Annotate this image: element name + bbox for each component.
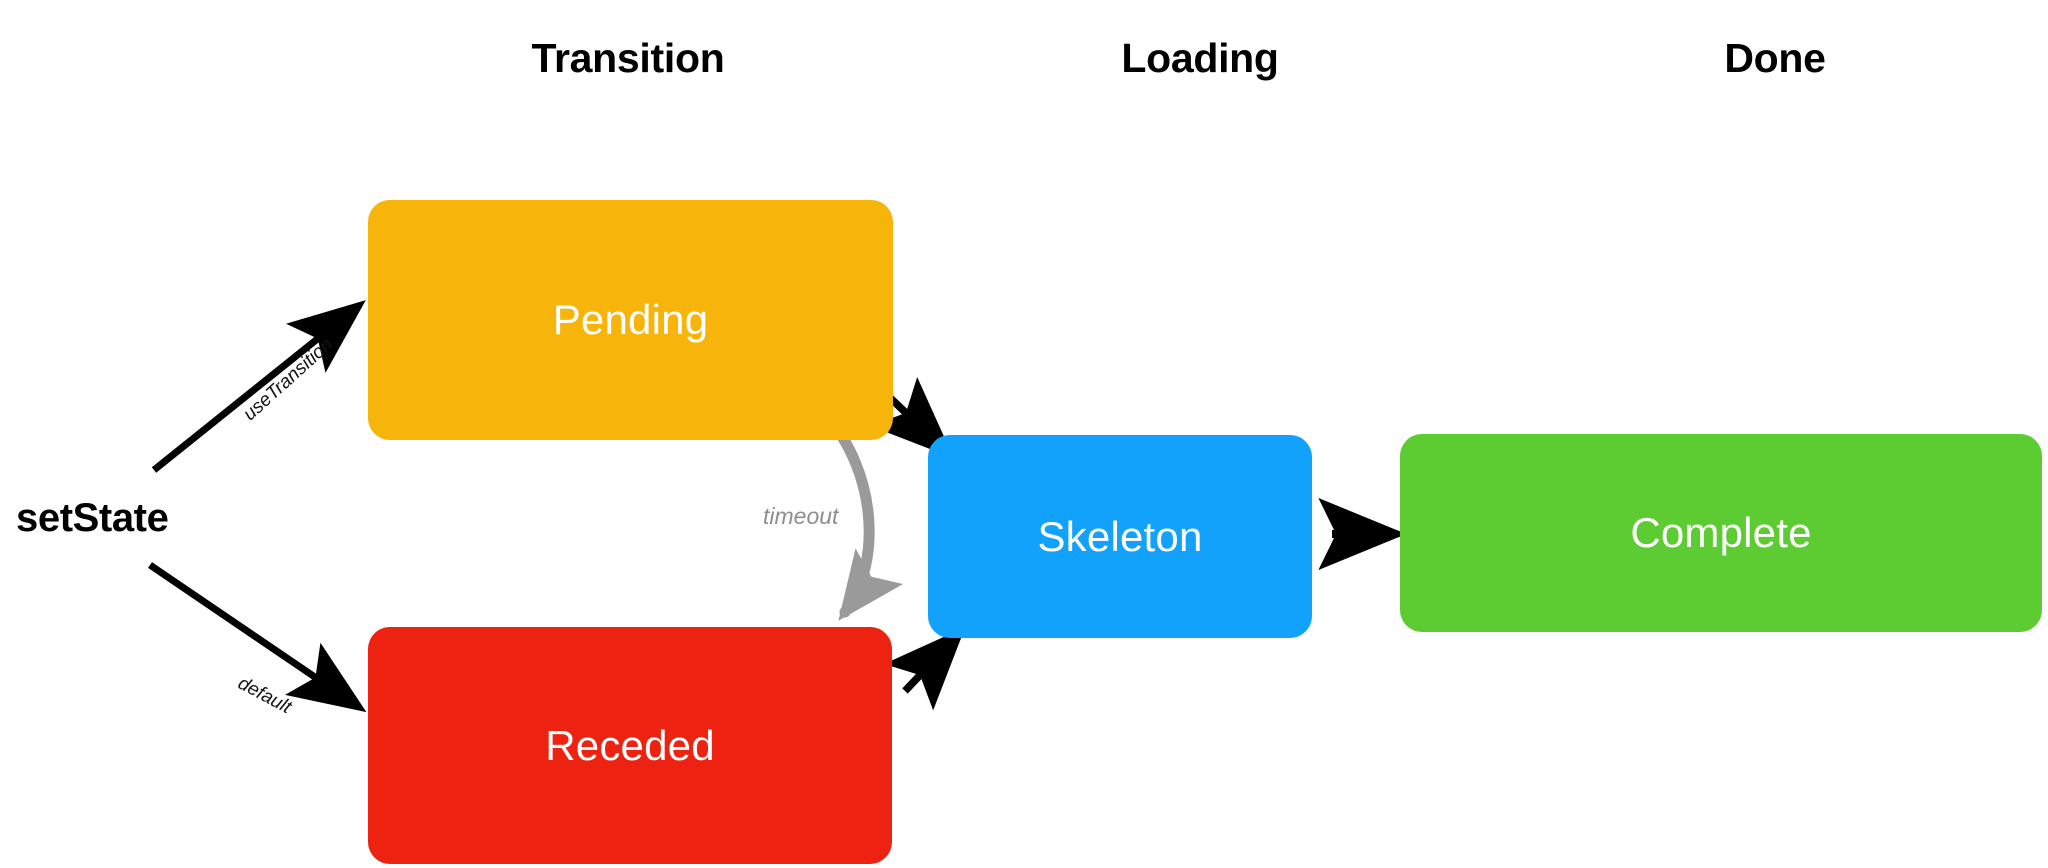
edge-receded-to-skeleton <box>884 627 966 711</box>
state-node-receded-label: Receded <box>545 721 715 769</box>
column-header-transition: Transition <box>531 35 725 81</box>
state-node-pending[interactable]: Pending <box>368 200 893 440</box>
edge-label-default: default <box>234 672 295 719</box>
state-node-pending-label: Pending <box>552 296 709 343</box>
column-header-done: Done <box>1724 35 1826 81</box>
column-header-loading: Loading <box>1121 35 1279 81</box>
state-node-receded[interactable]: Receded <box>368 627 892 864</box>
edge-label-timeout: timeout <box>763 503 839 529</box>
state-node-skeleton[interactable]: Skeleton <box>928 435 1312 638</box>
source-label-setstate: setState <box>16 496 169 540</box>
state-node-skeleton-label: Skeleton <box>1037 512 1203 560</box>
state-node-complete-label: Complete <box>1630 509 1812 556</box>
edge-label-use-transition: useTransition <box>239 334 338 425</box>
state-node-complete[interactable]: Complete <box>1400 434 2042 632</box>
edge-setstate-to-pending <box>151 300 366 473</box>
